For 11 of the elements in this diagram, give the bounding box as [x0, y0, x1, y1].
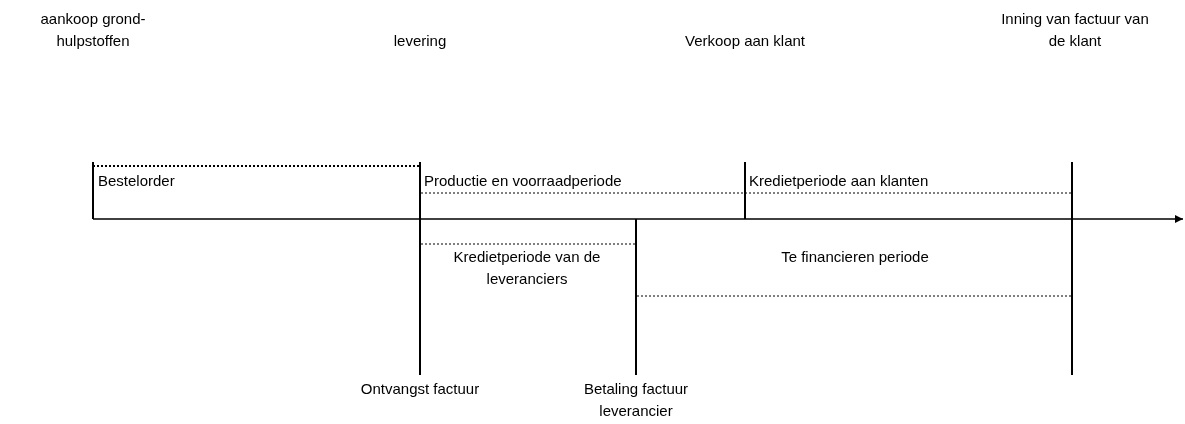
event-label: Verkoop aan klant [683, 31, 807, 51]
period-label: Productie en voorraadperiode [424, 171, 623, 191]
event-label: Inning van factuur van de klant [1000, 9, 1150, 51]
period-label: Te financieren periode [780, 247, 930, 267]
period-label: Kredietperiode aan klanten [749, 171, 930, 191]
event-label: Ontvangst factuur [359, 379, 481, 399]
event-label: aankoop grond- hulpstoffen [39, 9, 147, 51]
period-label: Bestelorder [98, 171, 176, 191]
event-label: levering [392, 31, 448, 51]
event-label: Betaling factuur leverancier [582, 379, 690, 421]
period-label: Kredietperiode van de leveranciers [452, 247, 602, 289]
